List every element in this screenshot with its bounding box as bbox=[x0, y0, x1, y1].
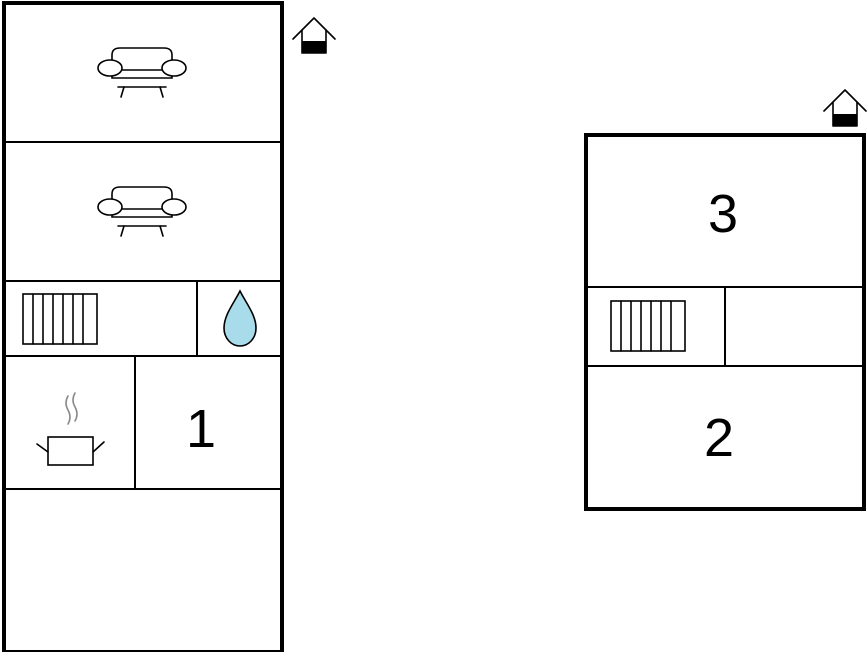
outer-wall-right bbox=[584, 133, 866, 511]
room-number-1: 1 bbox=[186, 399, 216, 459]
radiator-icon bbox=[22, 293, 98, 345]
entrance-house-icon bbox=[292, 17, 336, 54]
sofa-icon bbox=[97, 47, 187, 98]
sofa-icon bbox=[97, 186, 187, 237]
cooking-pot-icon bbox=[36, 392, 105, 466]
floor-plan-right: 3 2 bbox=[584, 89, 867, 511]
entrance-house-icon bbox=[823, 89, 867, 127]
room-number-2: 2 bbox=[704, 408, 734, 468]
radiator-icon bbox=[610, 300, 686, 352]
water-drop-icon bbox=[223, 289, 257, 347]
room-number-3: 3 bbox=[708, 184, 738, 244]
floor-plan-left: 1 bbox=[2, 1, 336, 652]
outer-wall-left bbox=[2, 1, 284, 652]
